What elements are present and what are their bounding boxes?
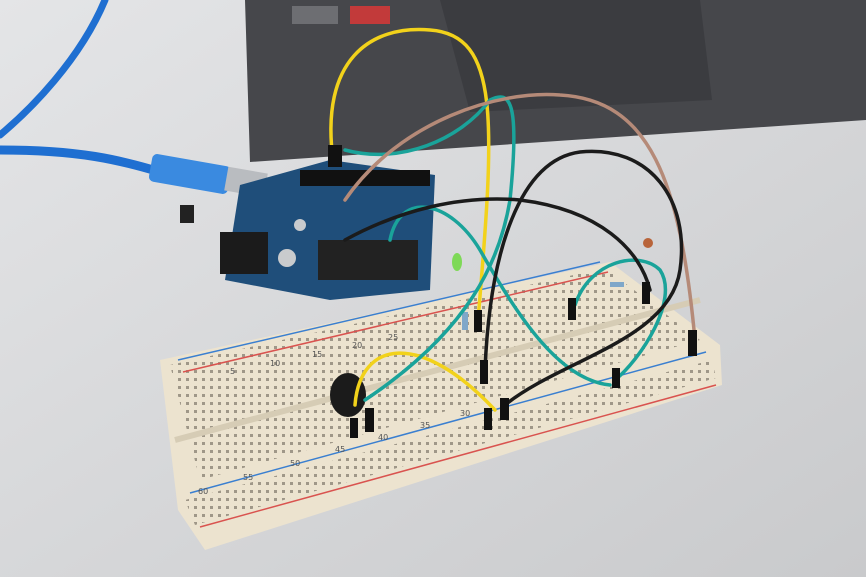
photoresistor	[643, 238, 653, 248]
breadboard-labels: 5 10 15 20 25 30 35 40 45 50 55 60	[198, 333, 470, 496]
jumper-wires	[329, 27, 697, 412]
column-label: 40	[378, 433, 388, 442]
buzzer	[330, 373, 366, 417]
column-label: 50	[290, 459, 300, 468]
resistor	[610, 282, 624, 287]
column-label: 30	[460, 409, 470, 418]
column-label: 10	[270, 359, 280, 368]
column-label: 5	[230, 367, 235, 376]
arduino-board	[220, 160, 435, 300]
led	[452, 253, 462, 271]
column-label: 20	[352, 341, 362, 350]
small-component	[180, 205, 194, 223]
column-label: 25	[388, 333, 398, 342]
wire-headers	[328, 145, 697, 438]
column-label: 45	[335, 445, 345, 454]
breadboard	[160, 261, 722, 550]
column-label: 35	[420, 421, 430, 430]
column-label: 15	[312, 350, 322, 359]
column-label: 55	[243, 473, 253, 482]
laptop	[245, 0, 866, 162]
column-label: 60	[198, 487, 208, 496]
resistor	[462, 312, 468, 330]
usb-cable	[0, 0, 165, 177]
usb-plug	[148, 154, 232, 194]
